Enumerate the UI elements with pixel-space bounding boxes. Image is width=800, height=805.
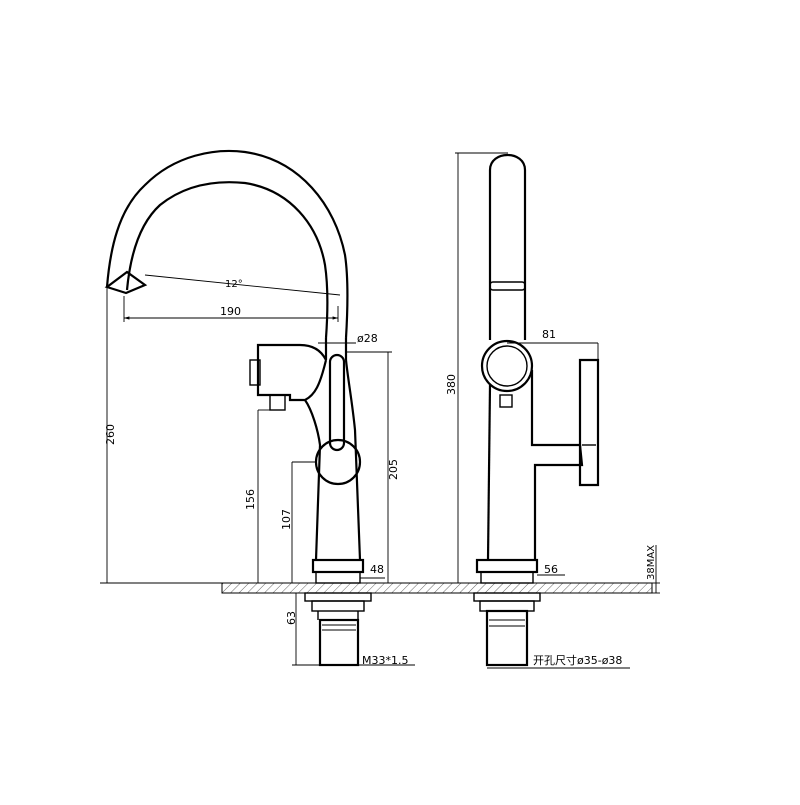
handle-offset-label: 81: [542, 328, 556, 341]
total-height-label: 260: [104, 424, 117, 445]
thread-label: M33*1.5: [362, 654, 408, 667]
angle-label: 12°: [225, 279, 243, 290]
front-view-faucet: [104, 149, 372, 667]
shank-length-label: 63: [285, 611, 298, 625]
base-diameter-label: 48: [370, 563, 384, 576]
body-height-label: 205: [387, 459, 400, 480]
spout-reach-label: 190: [220, 305, 241, 318]
outlet-height-label: 156: [244, 489, 257, 510]
front-dimensions: 12° 190 260 156 107 ø28 205 48 63 M33*1: [100, 274, 415, 667]
side-base-label: 56: [544, 563, 558, 576]
handle-height-label: 107: [280, 509, 293, 530]
side-total-height-label: 380: [445, 374, 458, 395]
side-view-faucet: [473, 154, 600, 667]
side-dimensions: 380 81 56 38MAX 开孔尺寸ø35-ø38: [445, 152, 660, 669]
hole-size-label: 开孔尺寸ø35-ø38: [533, 653, 622, 667]
max-thickness-label: 38MAX: [646, 545, 657, 580]
countertop: [221, 582, 653, 594]
body-diameter-label: ø28: [357, 332, 378, 345]
